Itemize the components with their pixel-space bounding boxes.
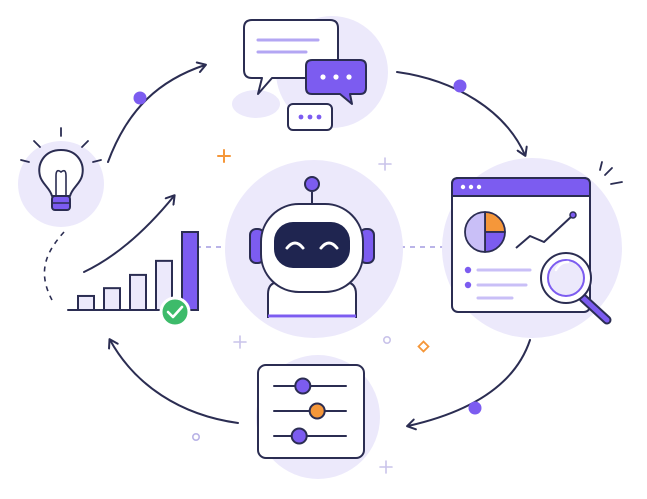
typing-dot xyxy=(320,74,326,80)
legend-dot xyxy=(464,281,472,289)
sparkle-ring xyxy=(192,432,201,441)
magnifier-handle-fill xyxy=(580,295,610,323)
growth-bar xyxy=(181,231,199,311)
window-dot xyxy=(460,184,466,190)
robot-face xyxy=(274,222,350,268)
alert-lines xyxy=(599,161,623,185)
robot-antenna-ball xyxy=(304,176,320,192)
bulb-filament xyxy=(55,169,67,196)
sparkle-icon xyxy=(378,157,392,171)
arrow-dot xyxy=(453,79,467,93)
growth-bar xyxy=(77,294,95,311)
arrow-settings-to-growth xyxy=(108,338,239,424)
chat-backdrop-blob xyxy=(232,90,280,118)
sparkle-icon xyxy=(217,149,231,163)
chat-bubble-purple xyxy=(305,59,367,105)
typing-dot xyxy=(307,114,313,120)
arrow-chat-to-analytics xyxy=(396,71,528,157)
magnifier-glass xyxy=(547,259,585,297)
magnifier-icon xyxy=(540,252,612,325)
trend-line xyxy=(515,215,573,249)
typing-dot xyxy=(298,114,304,120)
pie-chart xyxy=(464,211,506,253)
typing-dot xyxy=(346,74,352,80)
idea-to-chart-connector xyxy=(43,231,65,301)
growth-chart-icon xyxy=(67,194,199,328)
arrow-analytics-to-settings xyxy=(406,339,531,431)
slider-knob xyxy=(290,427,308,445)
sparkle-icon xyxy=(379,460,393,474)
typing-dot xyxy=(316,114,322,120)
slider-knob xyxy=(308,402,326,420)
arrow-dot xyxy=(468,401,482,415)
arrow-dot xyxy=(133,91,147,105)
pie-slice xyxy=(464,211,486,253)
sliders-panel-icon xyxy=(256,355,380,479)
browser-titlebar xyxy=(451,177,591,197)
arrow-dots xyxy=(133,79,482,415)
light-rays xyxy=(20,127,102,163)
robot-eye-left xyxy=(285,241,305,250)
sliders xyxy=(273,377,347,445)
robot-eye-right xyxy=(319,241,339,250)
slider-knob xyxy=(294,377,312,395)
growth-bar xyxy=(103,287,121,312)
trend-point xyxy=(569,211,577,219)
legend-dot xyxy=(464,266,472,274)
check-badge xyxy=(159,296,191,328)
analytics-dashboard-icon xyxy=(442,158,623,338)
arrow-idea-to-chat xyxy=(107,61,207,163)
window-dot xyxy=(468,184,474,190)
typing-dot xyxy=(333,74,339,80)
sparkle-ring xyxy=(382,335,391,344)
sparkles xyxy=(192,149,430,474)
growth-bars xyxy=(77,231,199,312)
chat-bubbles-icon xyxy=(232,16,388,131)
robot-icon xyxy=(225,160,403,338)
magnifier-glare xyxy=(554,260,570,272)
sparkle-diamond xyxy=(417,340,430,353)
sparkle-icon xyxy=(233,335,247,349)
check-mark xyxy=(166,305,184,319)
lightbulb-icon xyxy=(18,127,104,227)
check-badge-icon xyxy=(159,296,191,328)
window-dot xyxy=(476,184,482,190)
growth-arrow xyxy=(83,194,176,273)
cycle-arrows xyxy=(107,61,531,431)
growth-bar xyxy=(129,273,147,311)
